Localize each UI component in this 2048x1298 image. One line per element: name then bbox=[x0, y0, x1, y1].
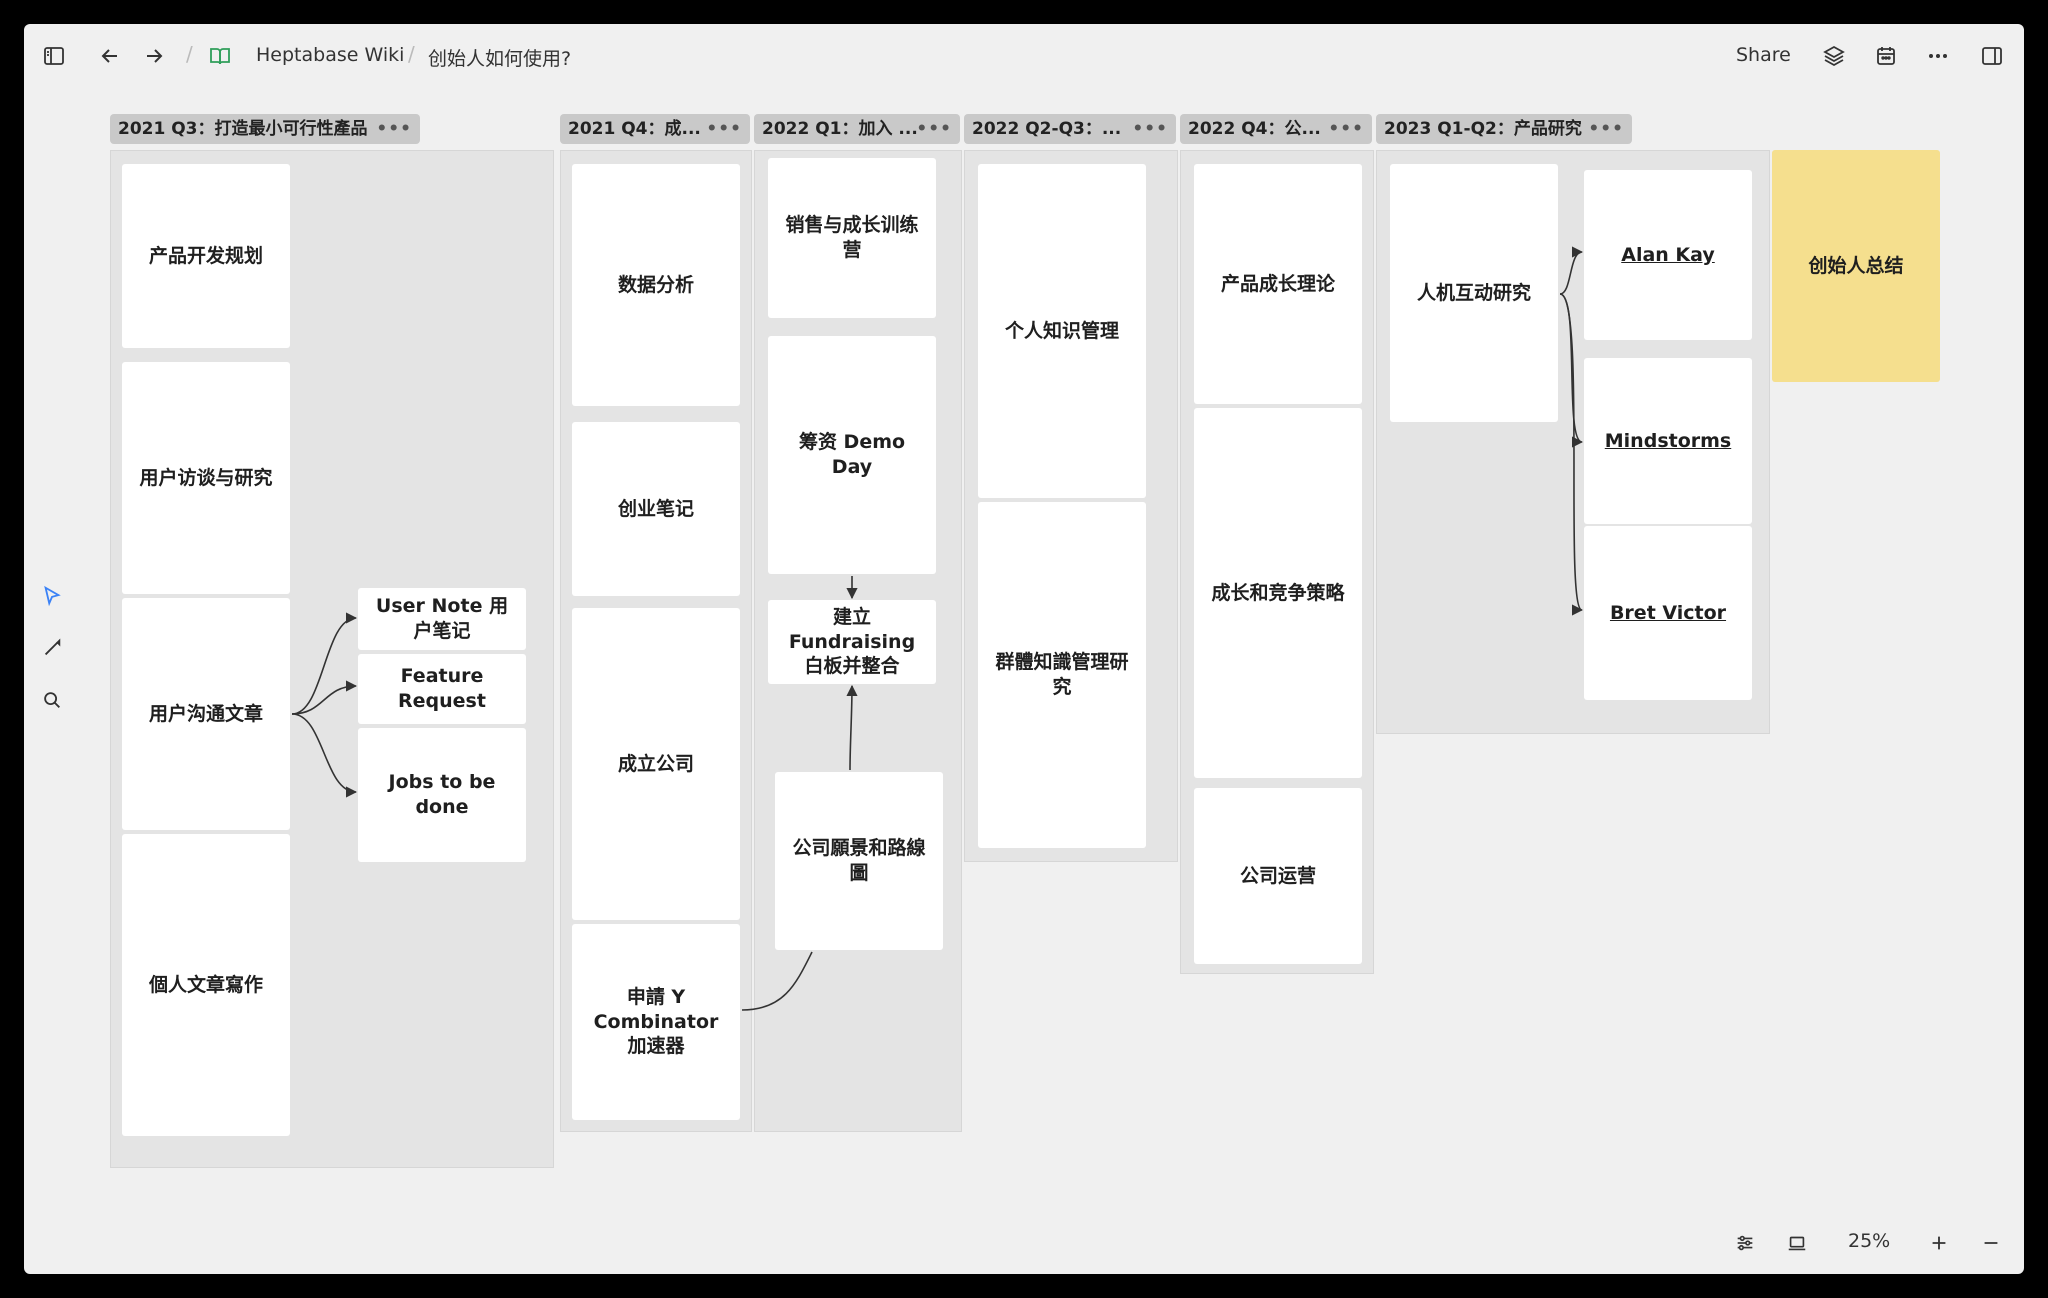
book-icon[interactable] bbox=[204, 40, 236, 72]
card-text: 個人文章寫作 bbox=[148, 973, 263, 996]
calendar-icon[interactable] bbox=[1870, 40, 1902, 72]
section-title-2021-q4[interactable]: 2021 Q4：成... ••• bbox=[560, 114, 750, 144]
section-more-icon[interactable]: ••• bbox=[1328, 119, 1364, 139]
card-demo-day[interactable]: 筹资 Demo Day bbox=[768, 336, 936, 574]
card-jobs-to-be-done[interactable]: Jobs to be done bbox=[358, 728, 526, 862]
card-user-communication[interactable]: 用户沟通文章 bbox=[122, 598, 290, 830]
card-company-vision[interactable]: 公司願景和路線圖 bbox=[775, 772, 943, 950]
card-text: 创业笔记 bbox=[617, 497, 694, 520]
card-user-interviews[interactable]: 用户访谈与研究 bbox=[122, 362, 290, 594]
sidebar-right-icon[interactable] bbox=[1976, 40, 2008, 72]
card-text: 产品开发规划 bbox=[148, 244, 263, 267]
section-title-text: 2022 Q4：公... bbox=[1188, 119, 1321, 139]
card-text: 个人知识管理 bbox=[1004, 319, 1119, 342]
card-text: Mindstorms bbox=[1604, 429, 1732, 452]
card-fundraising-whiteboard[interactable]: 建立 Fundraising 白板并整合 bbox=[768, 600, 936, 684]
sliders-icon[interactable] bbox=[1730, 1228, 1760, 1258]
layers-icon[interactable] bbox=[1818, 40, 1850, 72]
breadcrumb-workspace[interactable]: Heptabase Wiki bbox=[256, 44, 405, 66]
top-bar: / Heptabase Wiki / 创始人如何使用? Share bbox=[24, 24, 2024, 88]
section-title-2022-q2q3[interactable]: 2022 Q2-Q3：... ••• bbox=[964, 114, 1176, 144]
card-product-planning[interactable]: 产品开发规划 bbox=[122, 164, 290, 348]
share-button[interactable]: Share bbox=[1736, 44, 1791, 66]
card-alan-kay[interactable]: Alan Kay bbox=[1584, 170, 1752, 340]
card-growth-strategy[interactable]: 成长和竞争策略 bbox=[1194, 408, 1362, 778]
card-text: 销售与成长训练营 bbox=[785, 214, 919, 261]
card-data-analysis[interactable]: 数据分析 bbox=[572, 164, 740, 406]
card-hci-research[interactable]: 人机互动研究 bbox=[1390, 164, 1558, 422]
section-title-2021-q3[interactable]: 2021 Q3：打造最小可行性產品 ••• bbox=[110, 114, 420, 144]
card-apply-yc[interactable]: 申請 Y Combinator 加速器 bbox=[572, 924, 740, 1120]
zoom-level[interactable]: 25% bbox=[1848, 1230, 1891, 1252]
breadcrumb-page[interactable]: 创始人如何使用? bbox=[428, 48, 572, 70]
breadcrumb-separator: / bbox=[186, 42, 193, 66]
section-more-icon[interactable]: ••• bbox=[916, 119, 952, 139]
laptop-icon[interactable] bbox=[1782, 1228, 1812, 1258]
card-text: 成立公司 bbox=[617, 752, 694, 775]
card-text: Feature Request bbox=[398, 665, 486, 712]
card-text: 数据分析 bbox=[617, 273, 694, 296]
card-group-knowledge[interactable]: 群體知識管理研究 bbox=[978, 502, 1146, 848]
whiteboard-canvas[interactable]: 2021 Q3：打造最小可行性產品 ••• 2021 Q4：成... ••• 2… bbox=[24, 24, 2024, 1274]
card-text: Bret Victor bbox=[1609, 601, 1727, 624]
card-text: 筹资 Demo Day bbox=[798, 431, 906, 478]
plus-icon[interactable] bbox=[1924, 1228, 1954, 1258]
section-more-icon[interactable]: ••• bbox=[1132, 119, 1168, 139]
minus-icon[interactable] bbox=[1976, 1228, 2006, 1258]
card-startup-notes[interactable]: 创业笔记 bbox=[572, 422, 740, 596]
section-more-icon[interactable]: ••• bbox=[706, 119, 742, 139]
section-title-text: 2023 Q1-Q2：产品研究 bbox=[1384, 119, 1582, 139]
card-text: 成长和竞争策略 bbox=[1211, 581, 1345, 604]
sticky-note-founder-summary[interactable]: 创始人总结 bbox=[1772, 150, 1940, 382]
card-text: 产品成长理论 bbox=[1220, 272, 1335, 295]
card-text: 申請 Y Combinator 加速器 bbox=[593, 985, 719, 1058]
section-title-text: 2021 Q3：打造最小可行性產品 bbox=[118, 119, 368, 139]
card-mindstorms[interactable]: Mindstorms bbox=[1584, 358, 1752, 524]
card-text: 公司运营 bbox=[1239, 864, 1316, 887]
card-text: 用户访谈与研究 bbox=[139, 466, 273, 489]
card-personal-knowledge[interactable]: 个人知识管理 bbox=[978, 164, 1146, 498]
breadcrumb-separator: / bbox=[408, 42, 415, 66]
section-more-icon[interactable]: ••• bbox=[1588, 119, 1624, 139]
more-horizontal-icon[interactable] bbox=[1922, 40, 1954, 72]
card-text: 公司願景和路線圖 bbox=[792, 837, 926, 884]
section-title-2022-q4[interactable]: 2022 Q4：公... ••• bbox=[1180, 114, 1372, 144]
search-icon[interactable] bbox=[38, 686, 66, 714]
card-text: 建立 Fundraising 白板并整合 bbox=[788, 605, 916, 678]
card-found-company[interactable]: 成立公司 bbox=[572, 608, 740, 920]
card-text: 创始人总结 bbox=[1808, 254, 1904, 277]
cursor-arrow-icon[interactable] bbox=[38, 582, 66, 610]
app-window: 2021 Q3：打造最小可行性產品 ••• 2021 Q4：成... ••• 2… bbox=[24, 24, 2024, 1274]
card-company-operations[interactable]: 公司运营 bbox=[1194, 788, 1362, 964]
card-sales-bootcamp[interactable]: 销售与成长训练营 bbox=[768, 158, 936, 318]
section-title-text: 2022 Q1：加入 ... bbox=[762, 119, 918, 139]
card-personal-writing[interactable]: 個人文章寫作 bbox=[122, 834, 290, 1136]
card-growth-theory[interactable]: 产品成长理论 bbox=[1194, 164, 1362, 404]
section-title-text: 2022 Q2-Q3：... bbox=[972, 119, 1122, 139]
card-feature-request[interactable]: Feature Request bbox=[358, 654, 526, 724]
card-text: 群體知識管理研究 bbox=[995, 651, 1129, 698]
arrow-right-icon[interactable] bbox=[138, 40, 170, 72]
section-title-2023-q1q2[interactable]: 2023 Q1-Q2：产品研究 ••• bbox=[1376, 114, 1632, 144]
card-text: Alan Kay bbox=[1621, 243, 1715, 266]
card-text: Jobs to be done bbox=[388, 771, 496, 818]
sidebar-left-icon[interactable] bbox=[38, 40, 70, 72]
section-title-text: 2021 Q4：成... bbox=[568, 119, 701, 139]
section-title-2022-q1[interactable]: 2022 Q1：加入 ... ••• bbox=[754, 114, 960, 144]
card-user-note[interactable]: User Note 用户笔记 bbox=[358, 588, 526, 650]
pen-icon[interactable] bbox=[38, 634, 66, 662]
card-bret-victor[interactable]: Bret Victor bbox=[1584, 526, 1752, 700]
card-text: 用户沟通文章 bbox=[148, 702, 263, 725]
card-text: User Note 用户笔记 bbox=[375, 595, 509, 642]
section-more-icon[interactable]: ••• bbox=[376, 119, 412, 139]
arrow-left-icon[interactable] bbox=[94, 40, 126, 72]
card-text: 人机互动研究 bbox=[1416, 281, 1531, 304]
